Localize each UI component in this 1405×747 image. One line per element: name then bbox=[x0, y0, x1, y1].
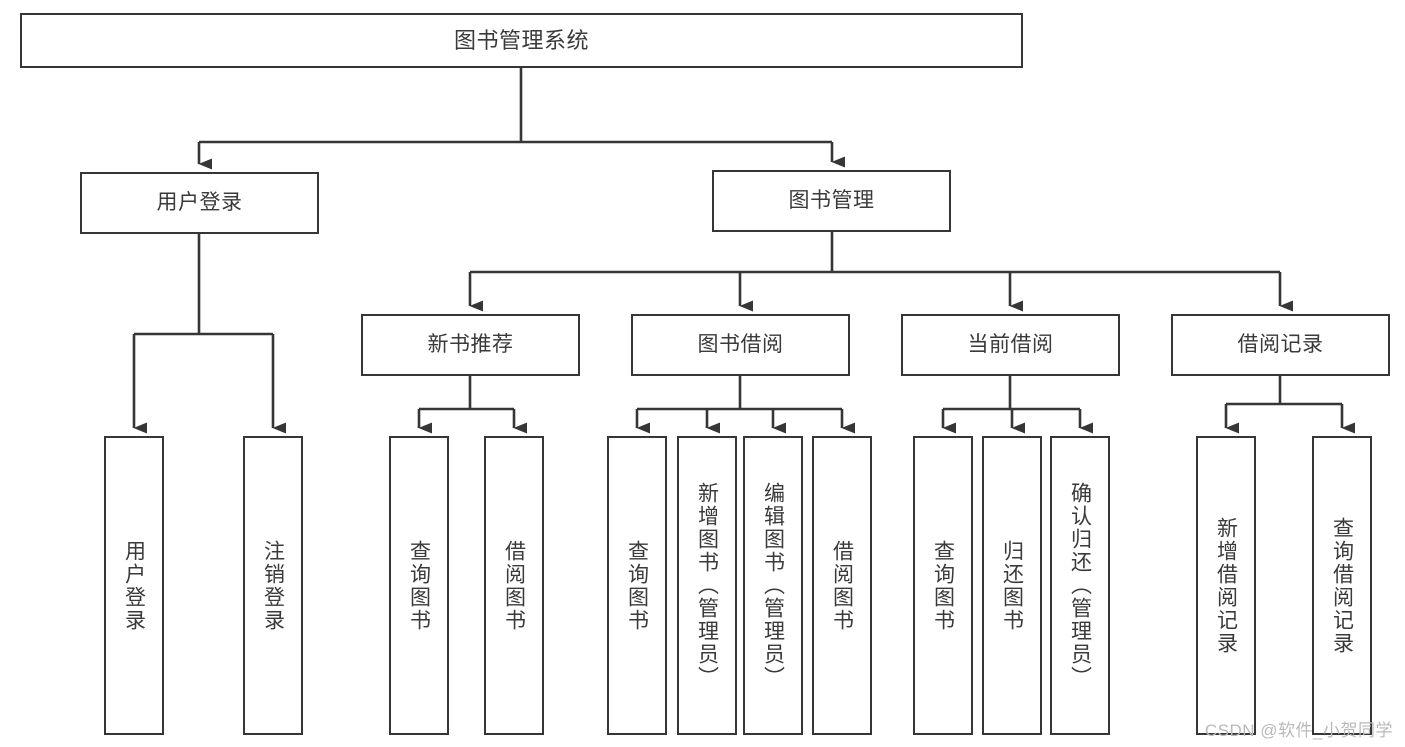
node-leaf-return-book-label: 归还图书 bbox=[1000, 539, 1024, 632]
node-leaf-edit-book-label: 编辑图书（管理员） bbox=[761, 482, 785, 689]
node-leaf-query-record[interactable]: 查询借阅记录 bbox=[1312, 436, 1372, 735]
node-leaf-query-book-2[interactable]: 查询图书 bbox=[607, 436, 667, 735]
node-leaf-add-book[interactable]: 新增图书（管理员） bbox=[677, 436, 737, 735]
node-leaf-query-book-3-label: 查询图书 bbox=[931, 539, 955, 632]
node-user-login[interactable]: 用户登录 bbox=[80, 172, 319, 234]
csdn-watermark: CSDN @软件_小贺同学 bbox=[1204, 721, 1393, 740]
node-leaf-add-record[interactable]: 新增借阅记录 bbox=[1196, 436, 1256, 735]
node-leaf-add-book-label: 新增图书（管理员） bbox=[695, 482, 719, 689]
node-leaf-user-login[interactable]: 用户登录 bbox=[104, 436, 164, 735]
node-new-book-recommend[interactable]: 新书推荐 bbox=[361, 314, 580, 376]
node-leaf-user-login-label: 用户登录 bbox=[122, 539, 146, 632]
node-borrow-record-label: 借阅记录 bbox=[1237, 332, 1324, 356]
node-leaf-borrow-book-2-label: 借阅图书 bbox=[830, 539, 854, 632]
node-root[interactable]: 图书管理系统 bbox=[20, 13, 1023, 68]
node-leaf-query-record-label: 查询借阅记录 bbox=[1330, 516, 1354, 655]
node-leaf-borrow-book-1[interactable]: 借阅图书 bbox=[484, 436, 544, 735]
node-user-login-label: 用户登录 bbox=[156, 190, 243, 214]
node-leaf-query-book-2-label: 查询图书 bbox=[625, 539, 649, 632]
node-leaf-edit-book[interactable]: 编辑图书（管理员） bbox=[743, 436, 803, 735]
node-leaf-query-book-1[interactable]: 查询图书 bbox=[389, 436, 449, 735]
node-book-borrow[interactable]: 图书借阅 bbox=[631, 314, 850, 376]
node-current-borrow[interactable]: 当前借阅 bbox=[901, 314, 1120, 376]
node-leaf-query-book-1-label: 查询图书 bbox=[407, 539, 431, 632]
node-current-borrow-label: 当前借阅 bbox=[967, 332, 1054, 356]
node-leaf-confirm-return-label: 确认归还（管理员） bbox=[1068, 482, 1092, 689]
node-borrow-record[interactable]: 借阅记录 bbox=[1171, 314, 1390, 376]
node-leaf-logout-label: 注销登录 bbox=[261, 539, 285, 632]
node-leaf-return-book[interactable]: 归还图书 bbox=[982, 436, 1042, 735]
node-book-borrow-label: 图书借阅 bbox=[697, 332, 784, 356]
node-root-label: 图书管理系统 bbox=[453, 27, 589, 53]
node-leaf-borrow-book-1-label: 借阅图书 bbox=[502, 539, 526, 632]
node-leaf-logout[interactable]: 注销登录 bbox=[243, 436, 303, 735]
node-leaf-confirm-return[interactable]: 确认归还（管理员） bbox=[1050, 436, 1110, 735]
node-book-manage[interactable]: 图书管理 bbox=[712, 170, 951, 232]
node-book-manage-label: 图书管理 bbox=[788, 188, 875, 212]
node-leaf-query-book-3[interactable]: 查询图书 bbox=[913, 436, 973, 735]
node-leaf-borrow-book-2[interactable]: 借阅图书 bbox=[812, 436, 872, 735]
node-new-book-recommend-label: 新书推荐 bbox=[427, 332, 514, 356]
node-leaf-add-record-label: 新增借阅记录 bbox=[1214, 516, 1238, 655]
